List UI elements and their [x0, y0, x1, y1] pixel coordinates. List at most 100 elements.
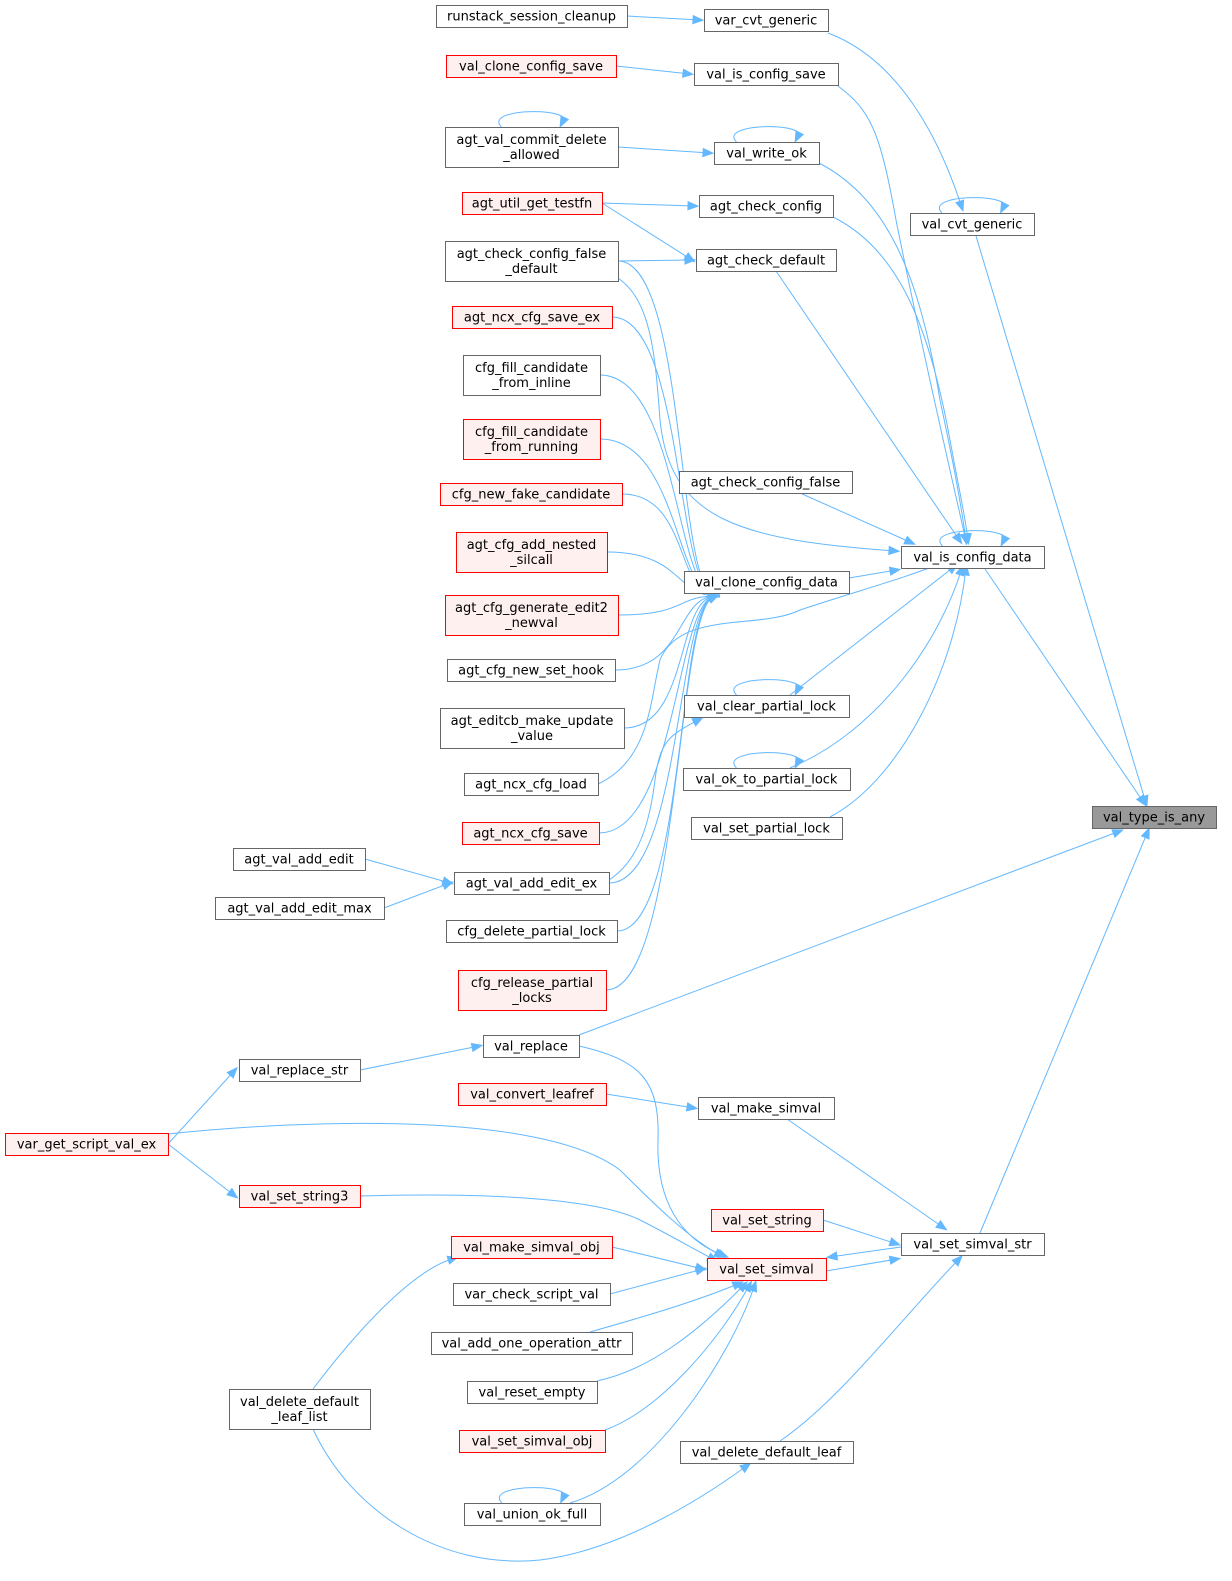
node-val_is_config_save[interactable]: val_is_config_save: [694, 63, 839, 86]
node-box[interactable]: [229, 1389, 371, 1430]
node-box[interactable]: [456, 532, 608, 573]
node-val_write_ok[interactable]: val_write_ok: [714, 142, 820, 165]
node-agt_cfg_new_set_hook[interactable]: agt_cfg_new_set_hook: [447, 659, 616, 682]
node-box[interactable]: [699, 195, 834, 218]
node-val_make_simval[interactable]: val_make_simval: [698, 1097, 835, 1120]
node-val_delete_default_leaf[interactable]: val_delete_default_leaf: [680, 1441, 854, 1464]
node-val_convert_leafref[interactable]: val_convert_leafref: [458, 1083, 607, 1106]
node-cfg_delete_partial_lock[interactable]: cfg_delete_partial_lock: [446, 920, 618, 943]
node-box[interactable]: [5, 1133, 169, 1156]
node-runstack_session_cleanup[interactable]: runstack_session_cleanup: [436, 5, 628, 28]
node-agt_editcb_make_update_value[interactable]: agt_editcb_make_update_value: [440, 708, 625, 749]
node-cfg_fill_candidate_from_running[interactable]: cfg_fill_candidate_from_running: [463, 419, 601, 460]
node-cfg_fill_candidate_from_inline[interactable]: cfg_fill_candidate_from_inline: [463, 355, 601, 396]
node-agt_val_add_edit[interactable]: agt_val_add_edit: [233, 848, 366, 871]
node-val_clear_partial_lock[interactable]: val_clear_partial_lock: [684, 695, 850, 718]
node-agt_check_config_false_default[interactable]: agt_check_config_false_default: [445, 241, 619, 282]
node-val_make_simval_obj[interactable]: val_make_simval_obj: [451, 1236, 613, 1259]
node-box[interactable]: [446, 920, 618, 943]
node-box[interactable]: [239, 1185, 361, 1208]
node-box[interactable]: [454, 872, 610, 895]
node-var_cvt_generic[interactable]: var_cvt_generic: [704, 9, 829, 32]
node-box[interactable]: [691, 817, 843, 840]
node-box[interactable]: [684, 571, 850, 594]
node-var_check_script_val[interactable]: var_check_script_val: [453, 1283, 611, 1306]
node-box[interactable]: [463, 355, 601, 396]
node-box[interactable]: [467, 1381, 598, 1404]
node-box[interactable]: [463, 419, 601, 460]
node-val_set_string[interactable]: val_set_string: [711, 1209, 824, 1232]
node-agt_check_config_false[interactable]: agt_check_config_false: [679, 471, 853, 494]
node-box[interactable]: [458, 970, 607, 1011]
node-box[interactable]: [458, 1083, 607, 1106]
node-box[interactable]: [680, 1441, 854, 1464]
node-agt_val_commit_delete_allowed[interactable]: agt_val_commit_delete_allowed: [445, 127, 619, 168]
node-box[interactable]: [684, 695, 850, 718]
node-box[interactable]: [1092, 806, 1217, 829]
node-box[interactable]: [901, 1233, 1045, 1256]
node-box[interactable]: [431, 1332, 633, 1355]
node-val_set_string3[interactable]: val_set_string3: [239, 1185, 361, 1208]
node-box[interactable]: [704, 9, 829, 32]
node-box[interactable]: [901, 546, 1045, 569]
node-box[interactable]: [445, 595, 619, 636]
node-box[interactable]: [464, 773, 599, 796]
node-agt_check_default[interactable]: agt_check_default: [696, 249, 837, 272]
node-agt_check_config[interactable]: agt_check_config: [699, 195, 834, 218]
node-agt_val_add_edit_ex[interactable]: agt_val_add_edit_ex: [454, 872, 610, 895]
node-agt_util_get_testfn[interactable]: agt_util_get_testfn: [462, 192, 603, 215]
node-val_union_ok_full[interactable]: val_union_ok_full: [464, 1503, 601, 1526]
node-val_replace_str[interactable]: val_replace_str: [239, 1059, 361, 1082]
node-box[interactable]: [698, 1097, 835, 1120]
node-agt_ncx_cfg_save_ex[interactable]: agt_ncx_cfg_save_ex: [452, 306, 613, 329]
node-val_replace[interactable]: val_replace: [483, 1035, 580, 1058]
node-box[interactable]: [462, 822, 600, 845]
node-box[interactable]: [707, 1258, 827, 1281]
node-val_set_simval[interactable]: val_set_simval: [707, 1258, 827, 1281]
node-box[interactable]: [459, 1430, 606, 1453]
node-agt_ncx_cfg_save[interactable]: agt_ncx_cfg_save: [462, 822, 600, 845]
node-val_cvt_generic[interactable]: val_cvt_generic: [910, 213, 1035, 236]
node-box[interactable]: [440, 708, 625, 749]
node-val_set_simval_str[interactable]: val_set_simval_str: [901, 1233, 1045, 1256]
node-box[interactable]: [464, 1503, 601, 1526]
node-box[interactable]: [452, 306, 613, 329]
node-box[interactable]: [462, 192, 603, 215]
node-agt_cfg_add_nested_silcall[interactable]: agt_cfg_add_nested_silcall: [456, 532, 608, 573]
node-val_delete_default_leaf_list[interactable]: val_delete_default_leaf_list: [229, 1389, 371, 1430]
node-val_type_is_any[interactable]: val_type_is_any: [1092, 806, 1217, 829]
node-box[interactable]: [451, 1236, 613, 1259]
node-val_clone_config_data[interactable]: val_clone_config_data: [684, 571, 850, 594]
node-cfg_release_partial_locks[interactable]: cfg_release_partial_locks: [458, 970, 607, 1011]
node-val_clone_config_save[interactable]: val_clone_config_save: [446, 55, 617, 78]
node-box[interactable]: [714, 142, 820, 165]
node-val_add_one_operation_attr[interactable]: val_add_one_operation_attr: [431, 1332, 633, 1355]
node-box[interactable]: [440, 483, 623, 506]
node-box[interactable]: [679, 471, 853, 494]
node-box[interactable]: [447, 659, 616, 682]
node-val_set_simval_obj[interactable]: val_set_simval_obj: [459, 1430, 606, 1453]
node-box[interactable]: [445, 127, 619, 168]
node-box[interactable]: [910, 213, 1035, 236]
node-val_reset_empty[interactable]: val_reset_empty: [467, 1381, 598, 1404]
node-box[interactable]: [446, 55, 617, 78]
node-agt_val_add_edit_max[interactable]: agt_val_add_edit_max: [215, 897, 385, 920]
node-val_ok_to_partial_lock[interactable]: val_ok_to_partial_lock: [683, 768, 851, 791]
node-box[interactable]: [239, 1059, 361, 1082]
node-val_is_config_data[interactable]: val_is_config_data: [901, 546, 1045, 569]
node-cfg_new_fake_candidate[interactable]: cfg_new_fake_candidate: [440, 483, 623, 506]
node-box[interactable]: [483, 1035, 580, 1058]
node-agt_ncx_cfg_load[interactable]: agt_ncx_cfg_load: [464, 773, 599, 796]
node-val_set_partial_lock[interactable]: val_set_partial_lock: [691, 817, 843, 840]
node-box[interactable]: [453, 1283, 611, 1306]
node-box[interactable]: [696, 249, 837, 272]
node-box[interactable]: [694, 63, 839, 86]
node-var_get_script_val_ex[interactable]: var_get_script_val_ex: [5, 1133, 169, 1156]
node-box[interactable]: [683, 768, 851, 791]
node-agt_cfg_generate_edit2_newval[interactable]: agt_cfg_generate_edit2_newval: [445, 595, 619, 636]
node-box[interactable]: [436, 5, 628, 28]
node-box[interactable]: [445, 241, 619, 282]
node-box[interactable]: [711, 1209, 824, 1232]
node-box[interactable]: [233, 848, 366, 871]
node-box[interactable]: [215, 897, 385, 920]
